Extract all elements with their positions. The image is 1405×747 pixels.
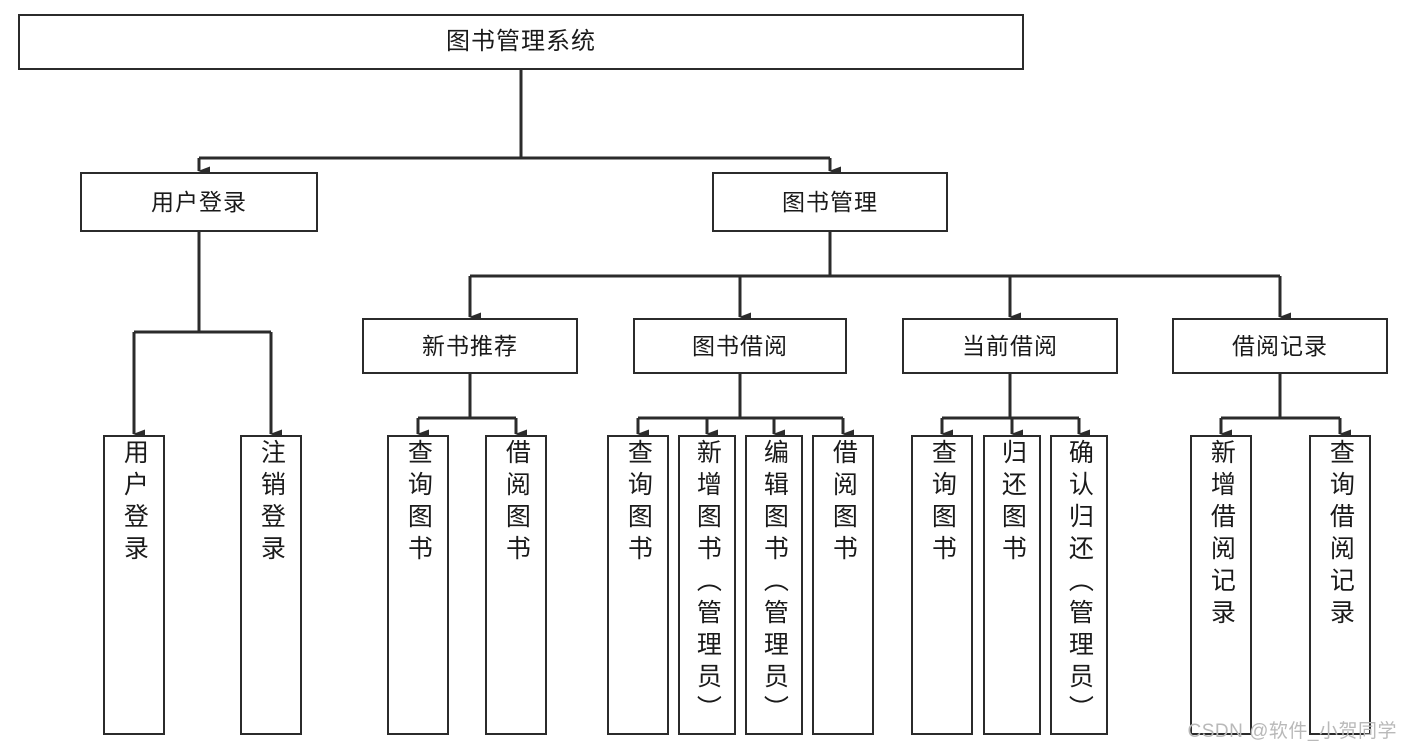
node-label: 注销登录 <box>257 439 286 567</box>
node-label: 新增图书（管理员） <box>693 439 722 727</box>
node-label: 借阅图书 <box>502 439 531 567</box>
node-label: 图书管理 <box>782 188 878 215</box>
node-leaf-add-record[interactable]: 新增借阅记录 <box>1190 435 1252 735</box>
node-leaf-confirm-ret[interactable]: 确认归还（管理员） <box>1050 435 1108 735</box>
node-label: 查询图书 <box>404 439 433 567</box>
node-root[interactable]: 图书管理系统 <box>18 14 1024 70</box>
node-label: 图书管理系统 <box>446 28 596 56</box>
node-current-borrow[interactable]: 当前借阅 <box>902 318 1118 374</box>
node-leaf-query-book-1[interactable]: 查询图书 <box>387 435 449 735</box>
node-label: 新增借阅记录 <box>1207 439 1236 631</box>
node-leaf-return-book[interactable]: 归还图书 <box>983 435 1041 735</box>
node-label: 查询图书 <box>624 439 653 567</box>
node-label: 归还图书 <box>998 439 1027 567</box>
node-label: 用户登录 <box>120 439 149 567</box>
node-label: 图书借阅 <box>692 332 788 359</box>
node-leaf-query-book-2[interactable]: 查询图书 <box>607 435 669 735</box>
node-label: 用户登录 <box>151 188 247 215</box>
node-label: 编辑图书（管理员） <box>760 439 789 727</box>
node-label: 借阅记录 <box>1232 332 1328 359</box>
node-label: 新书推荐 <box>422 332 518 359</box>
node-leaf-query-book-3[interactable]: 查询图书 <box>911 435 973 735</box>
node-leaf-edit-book[interactable]: 编辑图书（管理员） <box>745 435 803 735</box>
node-leaf-user-login[interactable]: 用户登录 <box>103 435 165 735</box>
node-label: 查询图书 <box>928 439 957 567</box>
node-new-book-rec[interactable]: 新书推荐 <box>362 318 578 374</box>
node-label: 借阅图书 <box>829 439 858 567</box>
node-book-borrow[interactable]: 图书借阅 <box>633 318 847 374</box>
node-borrow-record[interactable]: 借阅记录 <box>1172 318 1388 374</box>
node-leaf-borrow-book-1[interactable]: 借阅图书 <box>485 435 547 735</box>
node-label: 确认归还（管理员） <box>1065 439 1094 727</box>
node-leaf-logout[interactable]: 注销登录 <box>240 435 302 735</box>
node-label: 当前借阅 <box>962 332 1058 359</box>
node-book-manage[interactable]: 图书管理 <box>712 172 948 232</box>
node-leaf-query-record[interactable]: 查询借阅记录 <box>1309 435 1371 735</box>
node-leaf-add-book[interactable]: 新增图书（管理员） <box>678 435 736 735</box>
node-leaf-borrow-book-2[interactable]: 借阅图书 <box>812 435 874 735</box>
node-user-login[interactable]: 用户登录 <box>80 172 318 232</box>
node-label: 查询借阅记录 <box>1326 439 1355 631</box>
csdn-watermark: CSDN @软件_小贺同学 <box>1187 721 1397 742</box>
